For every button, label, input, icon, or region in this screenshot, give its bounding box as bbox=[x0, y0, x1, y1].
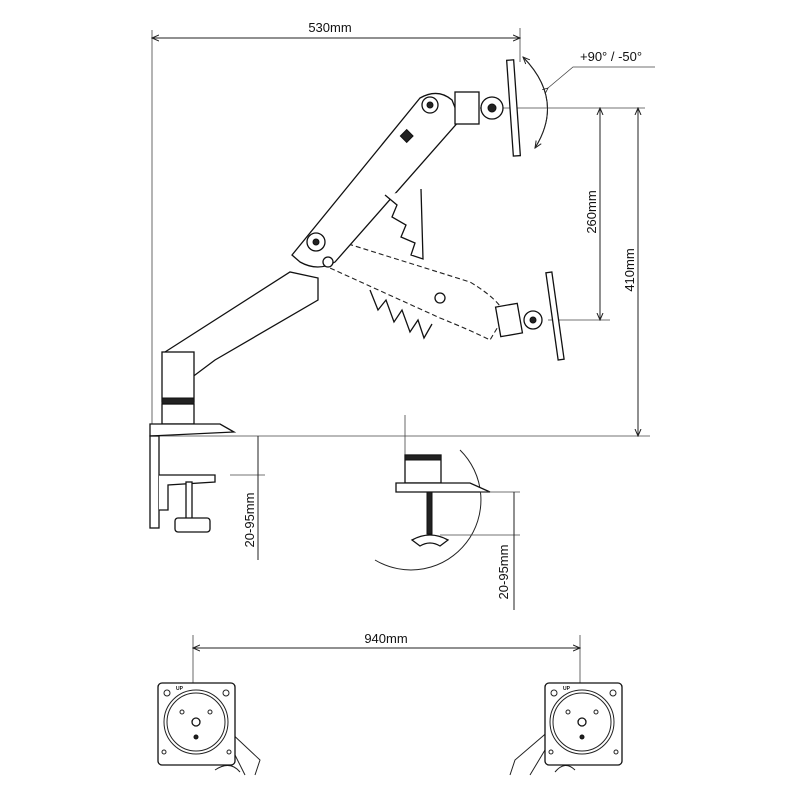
height-travel-label: 260mm bbox=[584, 190, 599, 233]
plate-up-mark: UP bbox=[563, 686, 571, 692]
clamp-detail-view: 20-95mm bbox=[374, 415, 520, 610]
height-travel-dimension: 260mm bbox=[584, 108, 600, 320]
tilt-dimension: +90° / -50° bbox=[523, 49, 655, 148]
dual-span-dimension: 940mm bbox=[193, 631, 580, 720]
dual-span-label: 940mm bbox=[364, 631, 407, 646]
desk-clamp bbox=[149, 435, 216, 533]
tilt-label: +90° / -50° bbox=[580, 49, 642, 64]
lowered-arm-outline bbox=[308, 231, 565, 361]
vesa-plate-left: UP bbox=[157, 682, 261, 776]
max-height-dimension: 410mm bbox=[622, 108, 638, 436]
plate-up-mark: UP bbox=[176, 686, 184, 692]
reach-label: 530mm bbox=[308, 20, 351, 35]
raised-arm bbox=[291, 59, 522, 268]
lower-arm-and-base bbox=[149, 271, 319, 437]
clamp-range-left-label: 20-95mm bbox=[242, 493, 257, 548]
clamp-range-detail-label: 20-95mm bbox=[496, 545, 511, 600]
clamp-range-left-dimension: 20-95mm bbox=[230, 436, 265, 560]
vesa-plate-right: UP bbox=[509, 682, 623, 776]
reach-dimension: 530mm bbox=[152, 20, 520, 38]
max-height-label: 410mm bbox=[622, 248, 637, 291]
extension-lines bbox=[150, 28, 650, 437]
